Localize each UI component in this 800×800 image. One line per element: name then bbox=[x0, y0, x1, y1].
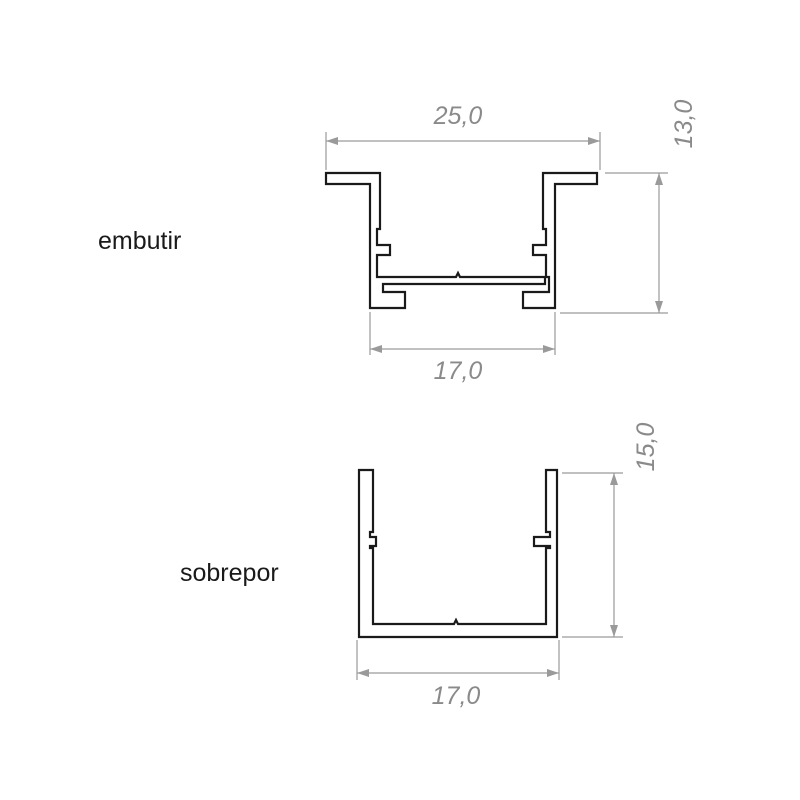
embutir-width-bottom-value: 17,0 bbox=[434, 357, 483, 385]
arrowhead bbox=[610, 473, 618, 485]
sobrepor-drawing: sobrepor 15,0 17,0 bbox=[180, 423, 660, 710]
embutir-width-top-dimension: 25,0 bbox=[325, 102, 601, 170]
arrowhead bbox=[357, 669, 369, 677]
arrowhead bbox=[543, 345, 555, 353]
embutir-height-value: 13,0 bbox=[670, 100, 698, 149]
sobrepor-width-bottom-dimension: 17,0 bbox=[356, 640, 560, 710]
arrowhead bbox=[655, 301, 663, 313]
arrowhead bbox=[588, 137, 600, 145]
sobrepor-profile-outline bbox=[357, 468, 559, 639]
sobrepor-label: sobrepor bbox=[180, 559, 279, 587]
sobrepor-width-bottom-value: 17,0 bbox=[432, 682, 481, 710]
embutir-profile-left bbox=[324, 171, 547, 310]
embutir-profile-right bbox=[521, 171, 599, 310]
embutir-width-top-value: 25,0 bbox=[433, 102, 483, 130]
sobrepor-height-dimension: 15,0 bbox=[562, 423, 660, 638]
embutir-drawing: embutir 25,0 13,0 bbox=[98, 100, 698, 385]
sobrepor-height-value: 15,0 bbox=[632, 423, 660, 472]
arrowhead bbox=[610, 625, 618, 637]
arrowhead bbox=[370, 345, 382, 353]
embutir-label: embutir bbox=[98, 227, 181, 255]
embutir-height-dimension: 13,0 bbox=[560, 100, 698, 314]
arrowhead bbox=[326, 137, 338, 145]
arrowhead bbox=[547, 669, 559, 677]
arrowhead bbox=[655, 173, 663, 185]
embutir-width-bottom-dimension: 17,0 bbox=[369, 312, 556, 385]
